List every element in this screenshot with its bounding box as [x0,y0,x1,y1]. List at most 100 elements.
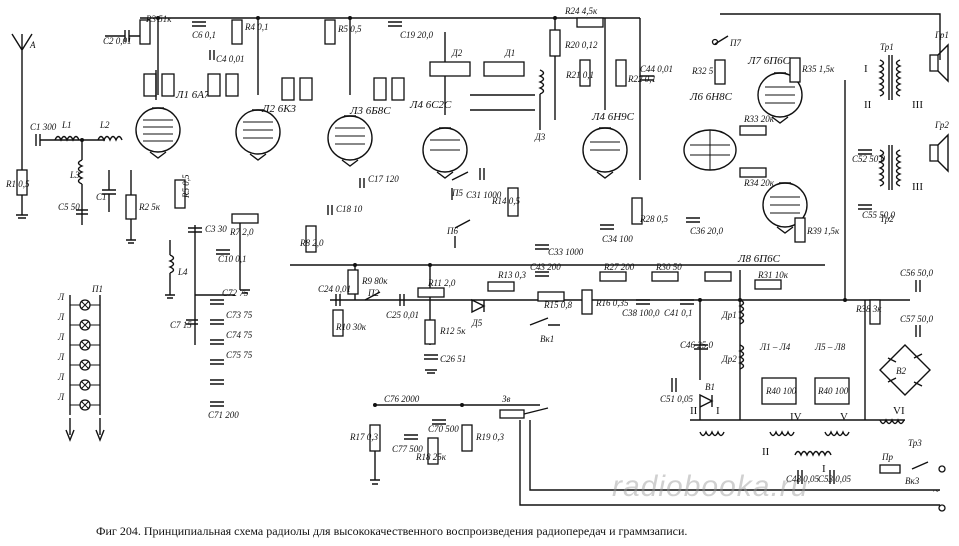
capacitor-c3: C3 30 [188,224,227,234]
fuse-pr: Пр [879,452,901,474]
svg-text:C4 0,01: C4 0,01 [216,54,245,64]
svg-text:R9 80к: R9 80к [361,276,388,286]
svg-text:R24 4,5к: R24 4,5к [564,6,598,16]
tube-l4: Л4 6С2С [409,99,468,179]
capacitor-c52: C51 0,05 [660,378,694,404]
svg-text:В2: В2 [896,366,906,376]
svg-text:R27 200: R27 200 [603,262,635,272]
resistor-r5k: R5 0,5 [174,174,191,209]
svg-text:C55 50,0: C55 50,0 [862,210,896,220]
svg-text:R4 0,1: R4 0,1 [244,22,269,32]
svg-text:C5 50: C5 50 [58,202,80,212]
resistor-r10: R10 30к [332,309,367,337]
tube-l5: Л4 6Н9С [582,111,635,179]
svg-text:I: I [822,463,826,475]
coil-ifl2 [207,73,239,97]
svg-text:Л: Л [57,352,65,362]
transformer-tp1: Тр1 I II III [864,42,923,111]
svg-text:R5 0,5: R5 0,5 [337,24,362,34]
capacitor-c33: C33 1000 [535,244,584,257]
diode-d5: Д5 [471,298,486,328]
svg-text:C41 0,1: C41 0,1 [664,308,693,318]
choke-dr1: Др1 [721,299,745,325]
svg-text:Л4 6С2С: Л4 6С2С [409,99,452,111]
svg-text:R30 50: R30 50 [655,262,682,272]
resistor-r2: R2 5к [125,170,161,240]
svg-text:I: I [864,63,868,75]
svg-text:R18 25к: R18 25к [415,452,447,462]
figure-caption: Фиг 204. Принципиальная схема радиолы дл… [96,524,688,538]
capacitor-c1: C1 300 [30,122,57,146]
svg-text:Л3 6Б8С: Л3 6Б8С [349,105,391,117]
coil-l3: L3 [69,140,84,225]
tube-l3: Л3 6Б8С [327,105,391,167]
resistor-r32: R32 5 [691,59,726,85]
svg-text:C77 500: C77 500 [392,444,423,454]
junction-dots [80,16,847,407]
svg-text:I: I [716,405,720,417]
capacitor-c57: C57 50,0 [900,314,934,337]
svg-text:C51 0,05: C51 0,05 [660,394,694,404]
capacitor-c6: C6 0,1 [192,21,216,40]
svg-text:Д3: Д3 [534,132,546,142]
coil-l2: L2 [97,120,123,142]
capacitor-c41: C41 0,1 [664,299,694,318]
capacitor-c1b: С1 [96,170,116,212]
rectifier-b1: В1 I II [690,382,720,420]
capacitor-c4: C4 0,01 [209,50,245,64]
transformer-tp3: Тр3 VI [879,405,922,448]
svg-text:Др1: Др1 [721,310,737,320]
secondary-windings: II I [699,430,850,475]
capacitor-c46: C46 25,0 [680,340,714,350]
svg-text:R19 0,3: R19 0,3 [475,432,504,442]
svg-text:C46 25,0: C46 25,0 [680,340,714,350]
svg-text:Л5 – Л8: Л5 – Л8 [814,342,846,352]
resistor-r22: R22 0,1 [615,59,656,87]
capacitor-c56: C56 50,0 [900,268,934,292]
svg-text:C6 0,1: C6 0,1 [192,30,216,40]
switch-vk3: Вк3 [905,461,929,486]
svg-text:R16 0,35: R16 0,35 [595,298,629,308]
svg-text:C44 0,01: C44 0,01 [640,64,673,74]
resistor-r39: R39 1,5к [794,217,840,243]
svg-text:Д2: Д2 [451,48,463,58]
resistor-r13: R13 0,3 [487,270,526,292]
capacitor-c10: C10 0,1 [216,249,247,264]
ground-symbols [16,214,437,374]
svg-text:Тр3: Тр3 [908,438,922,448]
resistor-r34: R34 20к [739,167,775,188]
svg-text:R35 1,5к: R35 1,5к [801,64,835,74]
svg-text:R12 5к: R12 5к [439,326,466,336]
svg-text:C19 20,0: C19 20,0 [400,30,434,40]
speaker-gr1: Гр1 [929,30,949,83]
svg-text:II: II [690,405,698,417]
svg-text:R11 2,0: R11 2,0 [427,278,456,288]
svg-text:III: III [912,181,923,193]
switch-p7: П7 [711,35,741,48]
transformer-tp2: Тр2 III [878,145,923,224]
capacitor-c19: C19 20,0 [388,21,434,40]
svg-text:C1 300: C1 300 [30,122,57,132]
svg-text:~: ~ [933,485,939,497]
speaker-gr2: Гр2 [929,120,949,173]
capacitor-c17: C17 120 [359,174,399,188]
svg-text:R32 5: R32 5 [691,66,714,76]
svg-text:Л4 6Н9С: Л4 6Н9С [591,111,635,123]
svg-text:C24 0,01: C24 0,01 [318,284,351,294]
resistor-r30: R30 50 [651,262,682,282]
svg-text:Тр2: Тр2 [880,214,894,224]
choke-dr2: Др2 [721,344,745,370]
switch-p6: П6 [446,219,471,248]
svg-text:Гр1: Гр1 [934,30,949,40]
capacitor-c43: C43 200 [530,262,561,277]
svg-text:C25 0,01: C25 0,01 [386,310,419,320]
svg-text:П1: П1 [91,284,103,294]
resistor-r7: R7 2,0 [229,213,259,237]
resistor-r4: R4 0,1 [231,19,269,45]
svg-text:IV: IV [790,411,802,423]
svg-text:Л: Л [57,332,65,342]
capacitor-c34: C34 100 [600,224,633,244]
svg-text:R39 1,5к: R39 1,5к [806,226,840,236]
coil-l4: L4 [168,240,188,295]
